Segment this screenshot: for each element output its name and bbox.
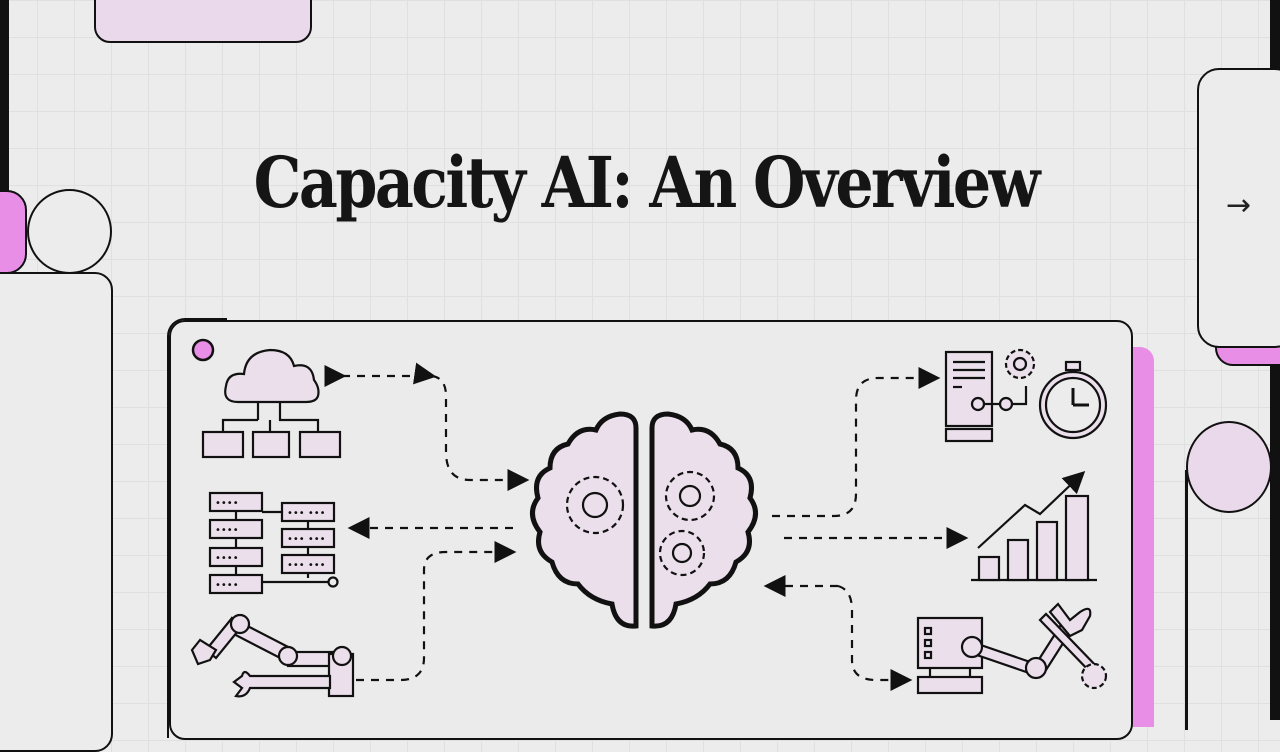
top-pink-tab (94, 0, 312, 43)
connector-automation (772, 367, 941, 518)
right-pink-circle (1186, 421, 1272, 513)
right-column-line (1185, 470, 1188, 730)
left-inner-card (167, 318, 227, 738)
svg-text:••• •••: ••• ••• (287, 508, 326, 519)
connector-machine (837, 584, 913, 691)
robotic-arm-wrench-icon (190, 613, 355, 698)
svg-text:••••: •••• (215, 553, 239, 564)
left-tall-card (0, 272, 113, 752)
svg-text:••••: •••• (215, 498, 239, 509)
ai-overview-diagram: •••• •••• •••• •••• ••• ••• ••• ••• ••• … (190, 338, 1108, 698)
brain-with-gears-icon (530, 411, 758, 629)
growth-bar-chart-icon (971, 470, 1097, 582)
arrow-right-icon[interactable]: → (1226, 188, 1252, 223)
card-pink-dot-icon (191, 338, 215, 362)
connector-robot (356, 541, 517, 682)
document-automation-stopwatch-icon (944, 348, 1108, 443)
connector-cloud (413, 362, 530, 491)
svg-text:••••: •••• (215, 580, 239, 591)
gear-icons (565, 470, 716, 577)
next-slide-card[interactable] (1197, 68, 1280, 348)
cloud-network-icon (201, 348, 342, 459)
svg-text:••• •••: ••• ••• (287, 560, 326, 571)
svg-text:••••: •••• (215, 525, 239, 536)
svg-text:••• •••: ••• ••• (287, 534, 326, 545)
machine-robot-arm-tools-icon (916, 602, 1108, 695)
server-racks-icon: •••• •••• •••• •••• ••• ••• ••• ••• ••• … (208, 491, 339, 595)
slide-title: Capacity AI: An Overview (253, 141, 1041, 224)
